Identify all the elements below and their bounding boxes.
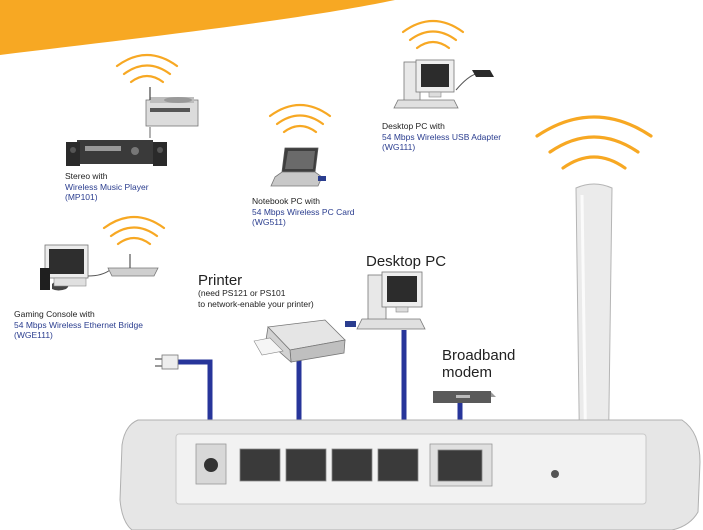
wifi-signal-desktop-icon [401,20,465,50]
lan-port-1 [239,448,281,482]
game-console-icon [40,244,159,291]
wifi-signal-stereo-icon [115,54,179,84]
lan-port-3 [331,448,373,482]
desktop-wired-title: Desktop PC [366,253,447,270]
wifi-signal-gaming-icon [102,216,166,246]
gaming-label: Gaming Console with 54 Mbps Wireless Eth… [14,309,143,340]
wan-port [437,449,483,482]
modem-title: Broadband modem [442,347,516,381]
printer-note: (need PS121 or PS101 to network-enable y… [198,288,314,309]
lan-port-2 [285,448,327,482]
lan-port-4 [377,448,419,482]
wifi-signal-notebook-icon [268,104,332,134]
printer-title: Printer [198,272,243,289]
laptop-icon [270,147,326,187]
reset-button [551,470,559,478]
notebook-label: Notebook PC with 54 Mbps Wireless PC Car… [252,196,355,227]
printer-icon [253,319,356,363]
desktop-pc-wireless-icon [393,59,494,109]
stereo-label: Stereo with Wireless Music Player (MP101… [65,171,149,202]
desktop-wireless-label: Desktop PC with 54 Mbps Wireless USB Ada… [382,121,502,152]
wifi-signal-router-icon [535,115,653,170]
orange-banner [0,0,395,55]
power-plug-icon [155,354,179,370]
stereo-icon [66,87,199,166]
modem-icon [433,391,496,403]
router-back-panel [119,419,701,530]
desktop-pc-wired-icon [356,271,426,330]
